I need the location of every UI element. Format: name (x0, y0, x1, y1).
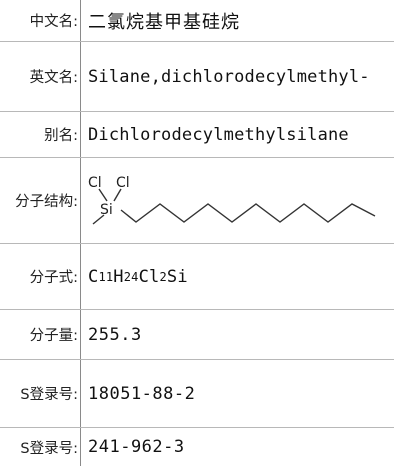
formula-h: H (113, 266, 124, 287)
row-molecular-weight: 分子量: 255.3 (0, 310, 394, 360)
value-einecs-number: 241-962-3 (88, 437, 185, 457)
row-english-name: 英文名: Silane,dichlorodecylmethyl- (0, 42, 394, 112)
label-chinese-name: 中文名: (29, 14, 78, 30)
value-molecular-weight: 255.3 (88, 324, 142, 345)
value-chinese-name: 二氯烷基甲基硅烷 (88, 11, 240, 33)
atom-si: Si (100, 202, 113, 218)
label-english-name: 英文名: (29, 70, 78, 86)
row-einecs-number: S登录号: 241-962-3 (0, 428, 394, 466)
value-alias: Dichlorodecylmethylsilane (88, 124, 349, 145)
structure-diagram: Cl Cl Si (88, 175, 376, 225)
bond-lines (92, 188, 376, 225)
bond-decyl-chain (120, 203, 376, 223)
label-structure: 分子结构: (15, 194, 78, 210)
row-cas-number: S登录号: 18051-88-2 (0, 360, 394, 428)
label-einecs-number: S登录号: (20, 440, 78, 457)
value-cas-number: 18051-88-2 (88, 383, 196, 404)
row-structure: 分子结构: Cl Cl Si (0, 158, 394, 244)
atom-cl-left: Cl (88, 175, 102, 191)
value-english-name: Silane,dichlorodecylmethyl- (88, 66, 370, 87)
formula-cl: Cl (138, 266, 160, 287)
bond-si-cl-left (98, 188, 108, 202)
label-molecular-weight: 分子量: (29, 328, 78, 344)
label-alias: 别名: (44, 128, 78, 144)
formula-c: C (88, 266, 99, 287)
formula-si: Si (166, 266, 188, 287)
row-alias: 别名: Dichlorodecylmethylsilane (0, 112, 394, 158)
atom-cl-right: Cl (116, 175, 130, 191)
bond-si-methyl (92, 214, 105, 225)
label-formula: 分子式: (29, 270, 78, 286)
column-divider (80, 0, 81, 466)
label-cas-number: S登录号: (20, 387, 78, 403)
bond-si-cl-right (113, 188, 122, 202)
row-chinese-name: 中文名: 二氯烷基甲基硅烷 (0, 0, 394, 42)
